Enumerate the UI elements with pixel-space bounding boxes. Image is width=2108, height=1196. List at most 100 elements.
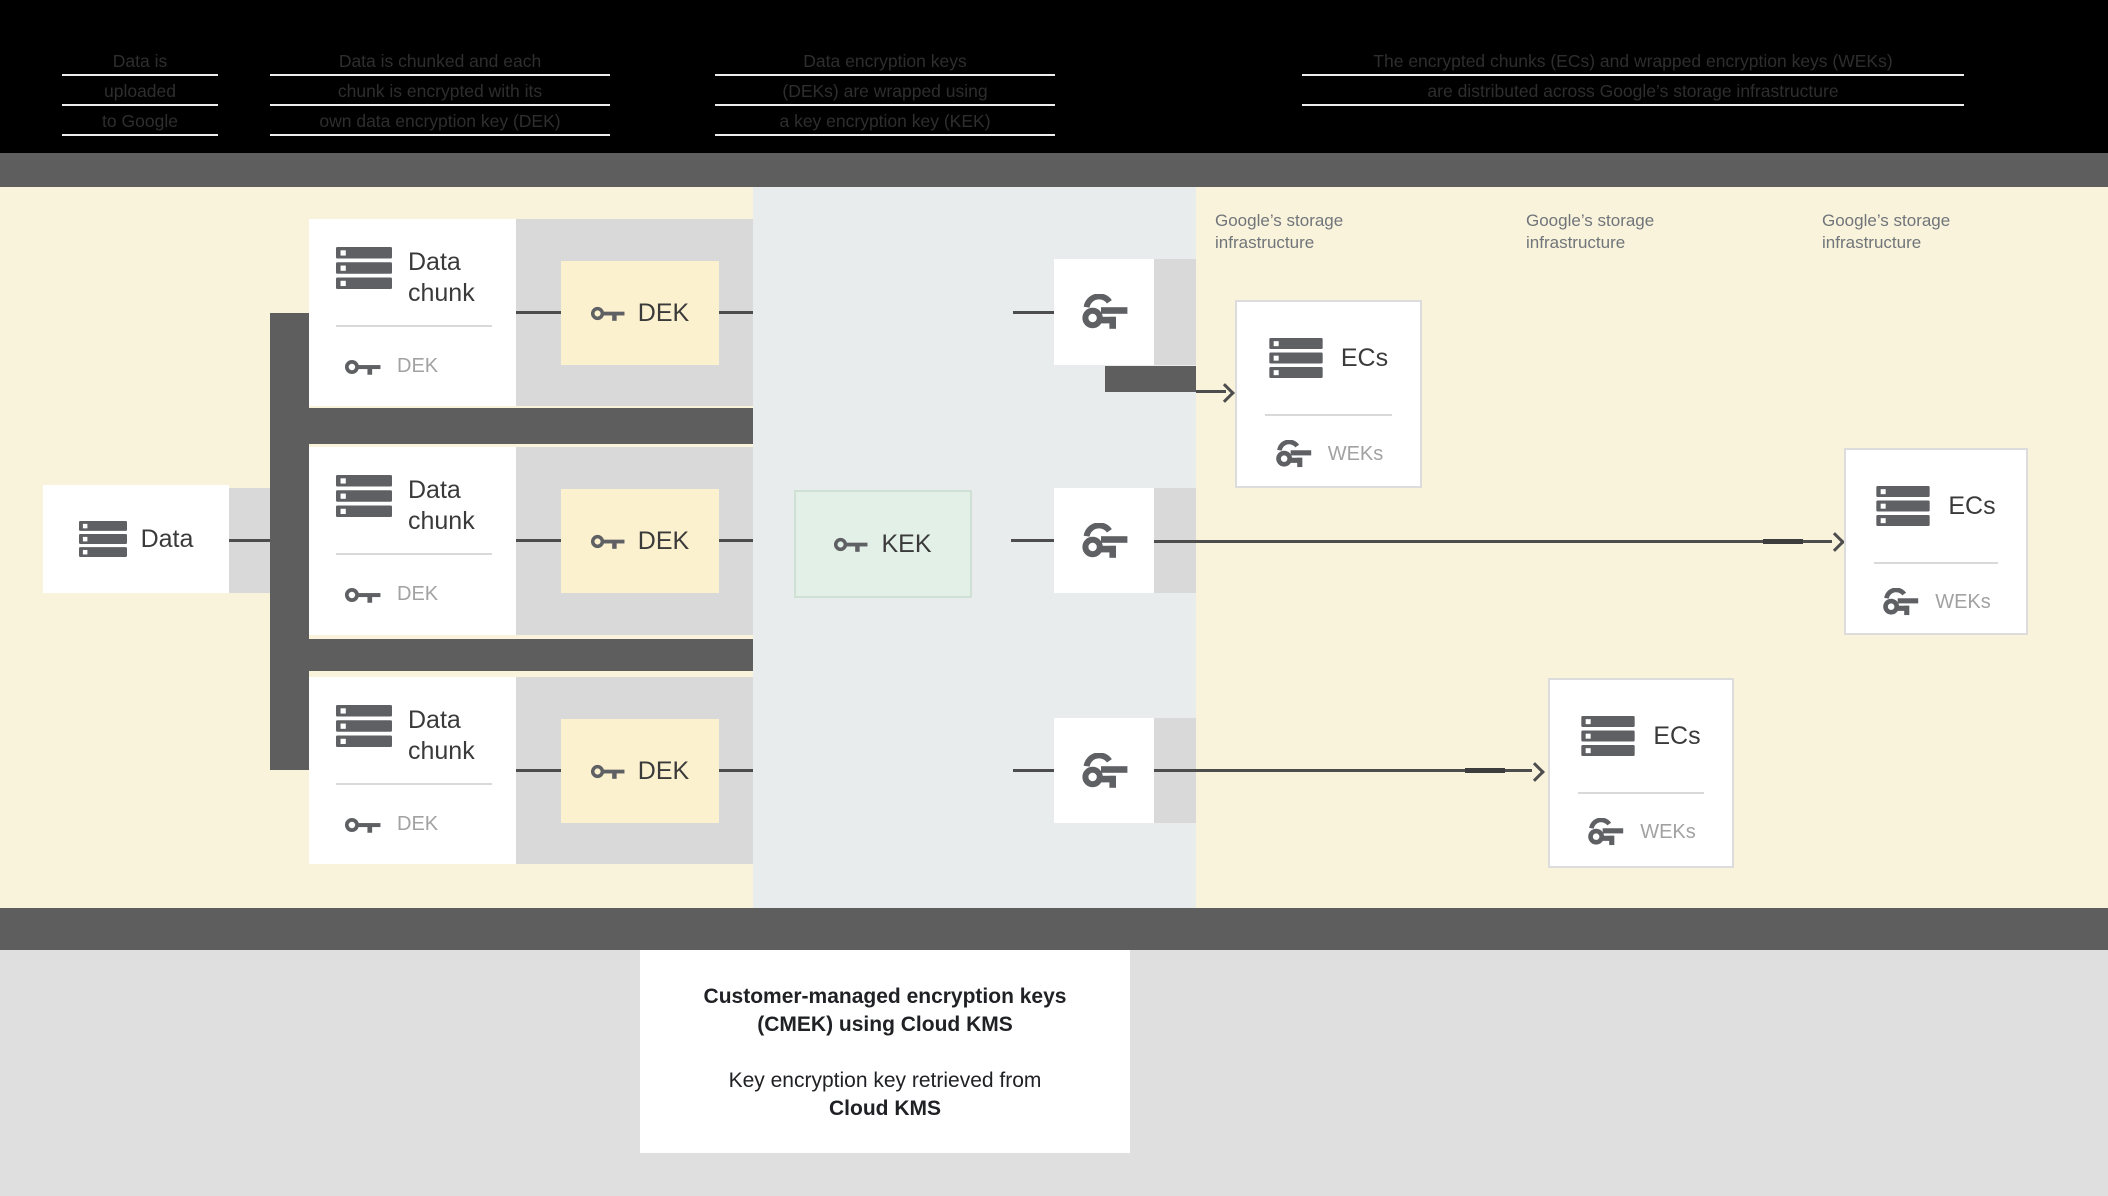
key-icon — [834, 535, 868, 554]
key-icon — [591, 762, 625, 781]
connector-line — [719, 311, 753, 314]
wrapped-key-box-3 — [1054, 718, 1154, 823]
ecs-box-2: ECs WEKs — [1844, 448, 2028, 635]
server-icon — [79, 521, 127, 557]
header-step-3-line: (DEKs) are wrapped using — [713, 76, 1057, 106]
caption-box: Customer-managed encryption keys (CMEK) … — [640, 950, 1130, 1153]
arrow-line — [1154, 769, 1532, 772]
header-step-2-line: Data is chunked and each — [268, 46, 612, 76]
kek-box: KEK — [794, 490, 972, 598]
header-step-4-line: are distributed across Google’s storage … — [1300, 76, 1966, 106]
weks-label: WEKs — [1640, 820, 1696, 843]
weks-row: WEKs — [1237, 440, 1420, 468]
header-step-1-line: Data is — [60, 46, 220, 76]
caption-subtitle-line: Cloud KMS — [829, 1097, 941, 1120]
chunk-dek-tag: DEK — [397, 583, 439, 605]
dek-label: DEK — [637, 756, 690, 785]
header-step-1-line: uploaded — [60, 76, 220, 106]
chunk-dek-row: DEK — [345, 813, 438, 836]
data-box: Data — [43, 485, 229, 593]
arrow-overlap-segment — [1465, 768, 1505, 773]
chunk-dek-row: DEK — [345, 355, 438, 378]
wrapped-key-box-2 — [1054, 488, 1154, 593]
dek-label: DEK — [637, 526, 690, 555]
caption-title-line: (CMEK) using Cloud KMS — [757, 1013, 1013, 1036]
wrapped-key-icon — [1881, 588, 1919, 616]
header-step-4-line: The encrypted chunks (ECs) and wrapped e… — [1300, 46, 1966, 76]
connector-line — [1011, 539, 1054, 542]
connector-line — [516, 539, 561, 542]
header-step-3-line: a key encryption key (KEK) — [713, 106, 1057, 136]
wrapped-key-icon — [1274, 440, 1312, 468]
chunk-dek-tag: DEK — [397, 355, 439, 377]
wrapped-key-icon — [1586, 818, 1624, 846]
server-icon — [336, 475, 392, 517]
connector-line — [1013, 769, 1054, 772]
bracket-bar-connector — [270, 408, 753, 444]
key-icon — [591, 304, 625, 323]
server-icon — [1581, 716, 1635, 756]
divider — [336, 325, 492, 327]
header-step-2-line: chunk is encrypted with its — [268, 76, 612, 106]
wrapped-key-icon — [1080, 523, 1128, 559]
key-icon — [591, 532, 625, 551]
data-chunk-header: Data chunk — [336, 475, 475, 537]
arrow-overlap-segment — [1763, 539, 1803, 544]
data-chunk-label: Data chunk — [408, 476, 475, 535]
header-step-3: Data encryption keys (DEKs) are wrapped … — [713, 46, 1057, 136]
header-step-1: Data is uploaded to Google — [60, 46, 220, 136]
data-chunk-label: Data chunk — [408, 706, 475, 765]
ecs-header: ECs — [1550, 716, 1732, 756]
data-chunk-box-2: Data chunk DEK — [309, 447, 516, 635]
chunk-dek-row: DEK — [345, 583, 438, 606]
connector-line — [516, 311, 561, 314]
key-icon — [345, 357, 381, 377]
wrapped-key-box-1 — [1054, 259, 1154, 365]
bracket-bar-connector — [270, 639, 753, 671]
dek-box-1: DEK — [561, 261, 719, 365]
header-step-2-line: own data encryption key (DEK) — [268, 106, 612, 136]
dek-box-3: DEK — [561, 719, 719, 823]
connector-line — [1013, 311, 1054, 314]
bottom-divider-band — [0, 908, 2108, 950]
data-chunk-header: Data chunk — [336, 705, 475, 767]
divider — [336, 783, 492, 785]
data-chunk-header: Data chunk — [336, 247, 475, 309]
bracket-trunk-connector — [270, 313, 309, 770]
key-icon — [345, 585, 381, 605]
header-step-1-line: to Google — [60, 106, 220, 136]
weks-row: WEKs — [1846, 588, 2026, 616]
divider — [1265, 414, 1392, 416]
connector-line — [719, 769, 753, 772]
server-icon — [336, 247, 392, 289]
header-step-2: Data is chunked and each chunk is encryp… — [268, 46, 612, 136]
caption-subtitle-line: Key encryption key retrieved from — [728, 1069, 1042, 1092]
wrapped-key-icon — [1080, 753, 1128, 789]
divider — [336, 553, 492, 555]
ecs-box-3: ECs WEKs — [1548, 678, 1734, 868]
divider — [1578, 792, 1704, 794]
ecs-header: ECs — [1237, 338, 1420, 378]
server-icon — [336, 705, 392, 747]
top-divider-band — [0, 153, 2108, 187]
data-box-label: Data — [140, 524, 194, 553]
dek-box-2: DEK — [561, 489, 719, 593]
kek-label: KEK — [881, 529, 932, 558]
server-icon — [1876, 486, 1930, 526]
data-chunk-box-3: Data chunk DEK — [309, 677, 516, 864]
header-step-4: The encrypted chunks (ECs) and wrapped e… — [1300, 46, 1966, 106]
storage-label-3: Google’s storage infrastructure — [1822, 211, 1951, 252]
server-icon — [1269, 338, 1323, 378]
header-steps-bar: Data is uploaded to Google Data is chunk… — [0, 0, 2108, 153]
ecs-label: ECs — [1653, 721, 1701, 750]
caption-title-line: Customer-managed encryption keys — [703, 985, 1067, 1008]
ecs-header: ECs — [1846, 486, 2026, 526]
connector-line — [516, 769, 561, 772]
connector-line — [719, 539, 753, 542]
data-chunk-box-1: Data chunk DEK — [309, 219, 516, 406]
arrow-line — [1196, 390, 1226, 393]
row1-gray-segment — [1154, 259, 1196, 365]
data-chunk-label: Data chunk — [408, 248, 475, 307]
weks-label: WEKs — [1327, 442, 1384, 465]
